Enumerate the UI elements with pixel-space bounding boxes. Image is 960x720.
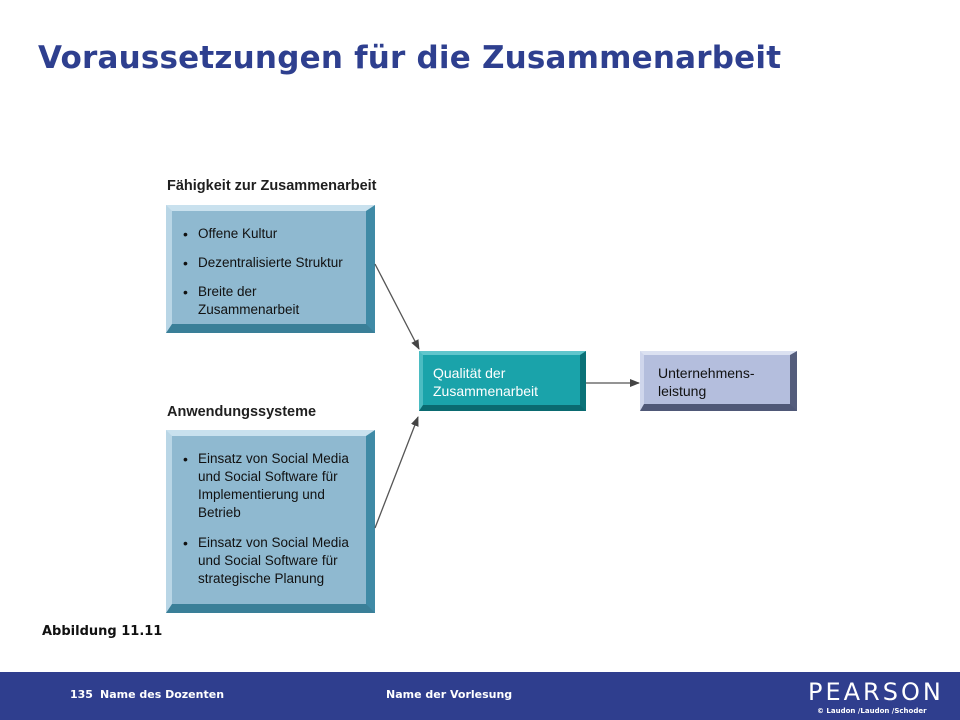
application-systems-item: Einsatz von Social Media und Social Soft… xyxy=(182,450,358,522)
publisher-logo: PEARSON xyxy=(808,678,944,706)
capability-item: Breite der Zusammenarbeit xyxy=(182,283,358,319)
application-systems-label: Anwendungssysteme xyxy=(167,404,317,420)
collaboration-quality-box: Qualität der Zusammenarbeit xyxy=(419,351,586,411)
footer-bar: 135 Name des Dozenten Name der Vorlesung… xyxy=(0,672,960,720)
capability-item: Dezentralisierte Struktur xyxy=(182,254,358,272)
slide-title: Voraussetzungen für die Zusammenarbeit xyxy=(38,40,782,76)
capability-label: Fähigkeit zur Zusammenarbeit xyxy=(167,178,377,194)
arrow-systems-to-quality xyxy=(374,416,419,529)
figure-caption: Abbildung 11.11 xyxy=(42,624,163,639)
arrow-capability-to-quality xyxy=(374,263,420,350)
capability-item: Offene Kultur xyxy=(182,225,358,243)
page-number: 135 xyxy=(70,688,93,701)
application-systems-item: Einsatz von Social Media und Social Soft… xyxy=(182,534,358,588)
copyright-notice: © Laudon /Laudon /Schoder xyxy=(817,707,927,715)
business-performance-box: Unternehmens- leistung xyxy=(640,351,797,411)
lecturer-name: Name des Dozenten xyxy=(100,688,225,701)
course-name: Name der Vorlesung xyxy=(386,688,513,701)
capability-list: Offene Kultur Dezentralisierte Struktur … xyxy=(172,211,366,319)
application-systems-box: Einsatz von Social Media und Social Soft… xyxy=(166,430,375,613)
application-systems-list: Einsatz von Social Media und Social Soft… xyxy=(172,436,366,588)
capability-box: Offene Kultur Dezentralisierte Struktur … xyxy=(166,205,375,333)
